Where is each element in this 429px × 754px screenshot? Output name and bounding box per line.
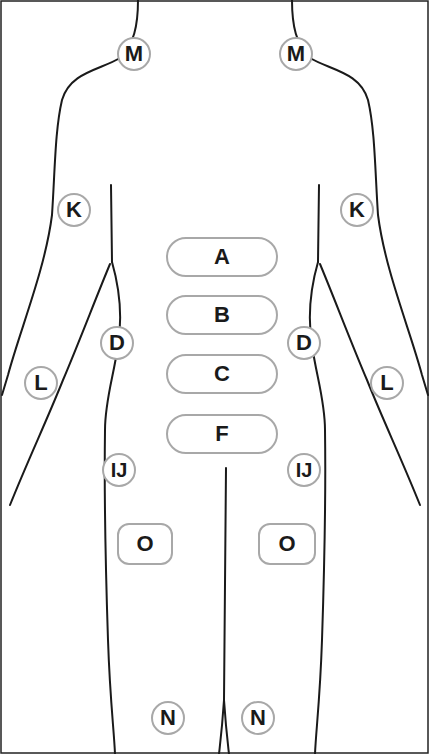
site-label: IJ [111, 460, 128, 480]
site-pill: B [166, 295, 278, 335]
site-label: A [214, 246, 230, 268]
site-label: IJ [296, 460, 313, 480]
site-box: O [117, 523, 173, 565]
site-circle: M [279, 37, 313, 71]
site-circle: IJ [287, 453, 321, 487]
site-label: N [250, 707, 266, 729]
site-circle: L [24, 366, 58, 400]
site-circle: N [151, 701, 185, 735]
site-circle: K [57, 193, 91, 227]
site-label: K [66, 199, 82, 221]
site-label: L [380, 372, 393, 394]
site-label: K [349, 199, 365, 221]
site-label: L [34, 372, 47, 394]
site-pill: A [166, 237, 278, 277]
site-circle: L [370, 366, 404, 400]
site-label: F [215, 423, 228, 445]
site-label: D [296, 332, 312, 354]
site-circle: D [100, 326, 134, 360]
site-label: M [287, 43, 305, 65]
site-circle: M [117, 37, 151, 71]
site-circle: K [340, 193, 374, 227]
site-circle: IJ [102, 453, 136, 487]
site-label: B [214, 304, 230, 326]
site-pill: F [166, 414, 278, 454]
site-label: D [109, 332, 125, 354]
site-circle: D [287, 326, 321, 360]
site-label: M [125, 43, 143, 65]
site-label: C [214, 363, 230, 385]
site-label: N [160, 707, 176, 729]
site-box: O [258, 523, 316, 565]
site-label: O [278, 533, 295, 555]
site-label: O [136, 533, 153, 555]
site-pill: C [166, 354, 278, 394]
site-circle: N [241, 701, 275, 735]
